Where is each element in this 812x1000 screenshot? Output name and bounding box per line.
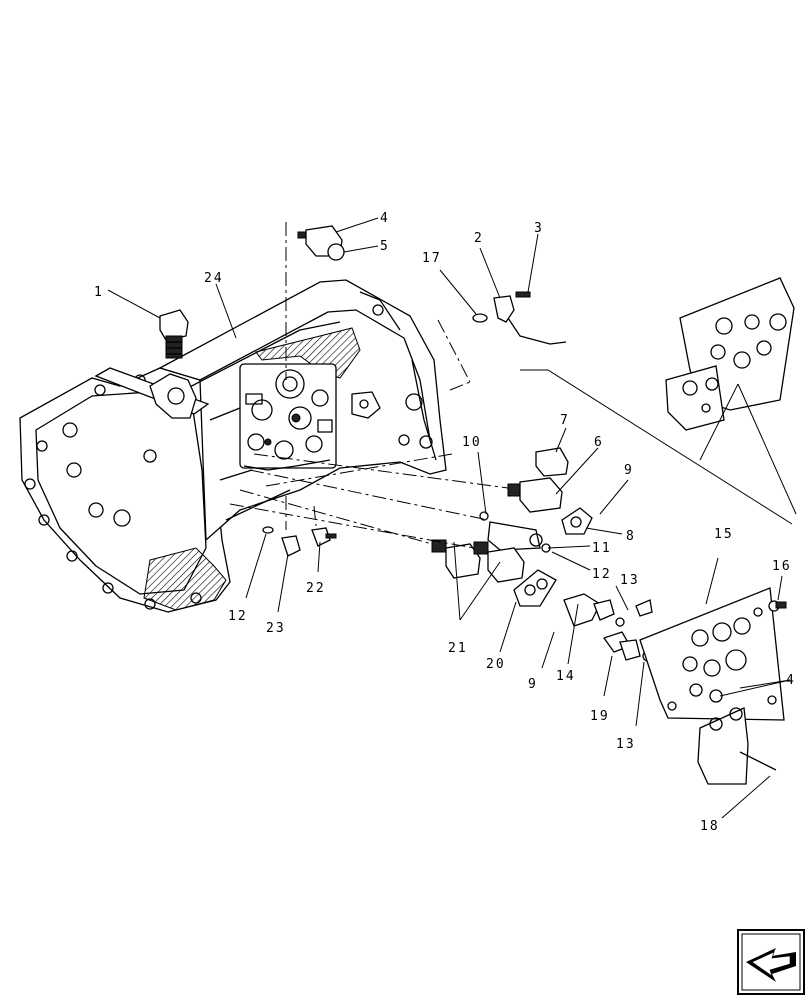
part-14-19-switches xyxy=(563,593,654,662)
callout-13-bottom: 13 xyxy=(616,737,636,752)
upper-valve-block xyxy=(665,277,795,431)
callout-12-left: 12 xyxy=(228,609,248,624)
callout-20: 20 xyxy=(486,657,506,672)
callout-24: 24 xyxy=(204,271,224,286)
callout-11: 11 xyxy=(592,541,612,556)
callout-23: 23 xyxy=(266,621,286,636)
callout-9-top: 9 xyxy=(624,463,634,478)
part-15-cover-plate xyxy=(639,587,785,721)
part-2-3-17-sensor xyxy=(472,291,567,345)
callout-2: 2 xyxy=(474,231,484,246)
part-11-solenoid xyxy=(479,511,551,553)
callout-9-bottom: 9 xyxy=(528,677,538,692)
callout-16: 16 xyxy=(772,559,792,574)
part-16-bolt xyxy=(768,600,787,612)
callout-1: 1 xyxy=(94,285,104,300)
navigation-arrow-icon[interactable] xyxy=(737,929,805,995)
callout-15: 15 xyxy=(714,527,734,542)
callout-14: 14 xyxy=(556,669,576,684)
part-7-sleeve xyxy=(535,447,569,477)
leader-lines xyxy=(107,217,797,819)
part-20-gasket xyxy=(513,569,557,607)
callout-21: 21 xyxy=(448,641,468,656)
callout-3: 3 xyxy=(534,221,544,236)
part-6-solenoid xyxy=(507,477,563,513)
callout-17: 17 xyxy=(422,251,442,266)
part-18-block xyxy=(697,707,777,785)
callout-labels: 1 24 4 5 2 3 17 7 6 10 9 8 11 12 13 15 1… xyxy=(94,211,796,834)
transmission-housing xyxy=(19,279,447,613)
callout-18: 18 xyxy=(700,819,720,834)
callout-13-top: 13 xyxy=(620,573,640,588)
callout-6: 6 xyxy=(594,435,604,450)
alignment-lines xyxy=(229,222,509,549)
part-22-23-sensors xyxy=(262,526,337,557)
callout-5: 5 xyxy=(380,239,390,254)
callout-8: 8 xyxy=(626,529,636,544)
callout-4-top: 4 xyxy=(380,211,390,226)
callout-19: 19 xyxy=(590,709,610,724)
part-8-gasket xyxy=(561,507,593,535)
callout-7: 7 xyxy=(560,413,570,428)
callout-10: 10 xyxy=(462,435,482,450)
callout-22: 22 xyxy=(306,581,326,596)
callout-4-right: 4 xyxy=(786,673,796,688)
part-1-plug xyxy=(159,309,189,359)
part-4-5-sensor xyxy=(297,225,345,261)
callout-12-right: 12 xyxy=(592,567,612,582)
